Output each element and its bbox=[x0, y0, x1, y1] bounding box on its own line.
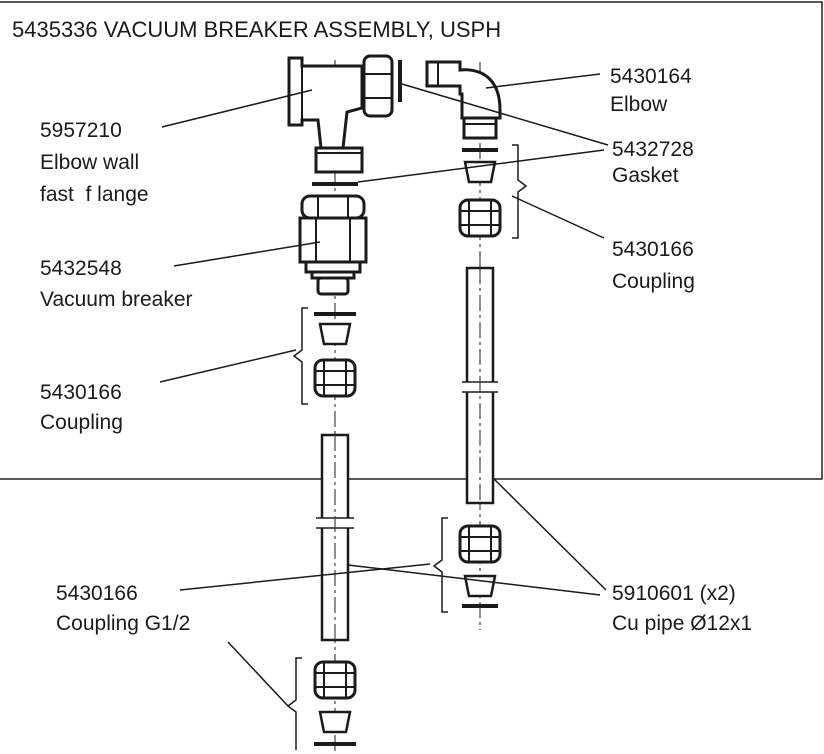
leader-coupling-left bbox=[159, 349, 297, 383]
callout-coupling-right-name: Coupling bbox=[612, 270, 695, 293]
bracket-left-upper bbox=[292, 307, 308, 405]
frame-box bbox=[0, 1, 823, 480]
elbow-part bbox=[425, 60, 502, 140]
leader-gasket-top bbox=[401, 83, 609, 146]
callout-elbow-wall-code: 5957210 bbox=[40, 119, 122, 142]
bracket-right-upper bbox=[512, 144, 528, 239]
callout-coupling-left-name: Coupling bbox=[40, 411, 123, 434]
callout-coupling-g12-name: Coupling G1/2 bbox=[56, 612, 191, 635]
leader-elbow-wall bbox=[161, 89, 313, 128]
leader-g12-bracket bbox=[227, 641, 289, 707]
leader-vacuum-breaker bbox=[173, 241, 321, 267]
callout-elbow-name: Elbow bbox=[610, 93, 668, 116]
callout-cu-pipe-name: Cu pipe Ø12x1 bbox=[612, 612, 753, 635]
callout-elbow-wall-name2: fast f lange bbox=[40, 183, 149, 206]
leader-cu-pipe-right bbox=[492, 477, 607, 591]
callout-elbow-code: 5430164 bbox=[610, 65, 692, 88]
elbow-wall-flange-part bbox=[287, 56, 364, 174]
callout-gasket-name: Gasket bbox=[612, 164, 679, 187]
leader-elbow bbox=[485, 73, 601, 89]
callout-coupling-left-code: 5430166 bbox=[40, 381, 122, 404]
leader-gasket-left bbox=[357, 149, 605, 183]
callout-vacuum-breaker-code: 5432548 bbox=[40, 257, 122, 280]
vacuum-breaker-part bbox=[298, 194, 368, 296]
callout-vacuum-breaker-name: Vacuum breaker bbox=[40, 288, 193, 311]
callout-gasket-code: 5432728 bbox=[612, 138, 694, 161]
callout-cu-pipe-code: 5910601 (x2) bbox=[612, 582, 736, 605]
callout-coupling-g12-code: 5430166 bbox=[56, 582, 138, 605]
bracket-left-lower bbox=[286, 657, 302, 750]
leader-cu-pipe-left bbox=[347, 564, 601, 596]
diagram-title: 5435336 VACUUM BREAKER ASSEMBLY, USPH bbox=[12, 17, 502, 42]
callout-coupling-right-code: 5430166 bbox=[612, 238, 694, 261]
callout-elbow-wall-name1: Elbow wall bbox=[40, 151, 140, 174]
leader-coupling-g12 bbox=[179, 563, 431, 591]
bracket-right-lower bbox=[432, 517, 448, 613]
elbow-wall-nut bbox=[362, 54, 394, 118]
leader-coupling-right bbox=[511, 195, 605, 239]
